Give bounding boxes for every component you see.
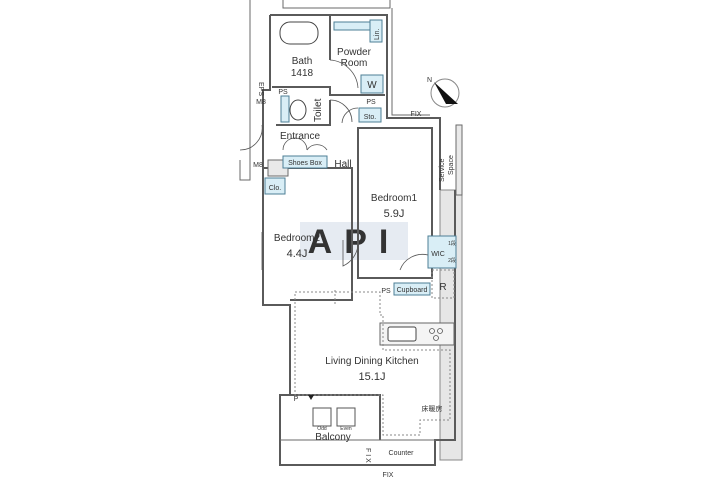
toilet-tank: [280, 95, 290, 123]
mb-lower-label: M8: [253, 162, 263, 169]
wall-bath: [272, 86, 385, 96]
bedroom1-size: 5.9J: [384, 208, 405, 220]
cupboard-label: Cupboard: [397, 287, 428, 294]
service-space-label: Service: [439, 159, 446, 182]
fix-top-label: FIX: [411, 111, 422, 118]
wall-left: [262, 15, 373, 466]
refrigerator-space: [431, 269, 455, 299]
entrance-label: Entrance: [280, 131, 320, 142]
shoes-box-label: Shoes Box: [288, 160, 322, 167]
wic-shelf-2: 2段: [448, 257, 456, 264]
building-edge-left: [239, 0, 251, 181]
ldk-size: 15.1J: [359, 371, 386, 383]
powder-room-label-2: Room: [341, 58, 368, 69]
service-space-label-2: Space: [448, 155, 455, 175]
wall-top-right: [270, 14, 441, 190]
building-edge-right: [391, 8, 430, 116]
sink-icon: [387, 326, 417, 342]
toilet-door: [329, 99, 353, 123]
watermark: API: [308, 223, 401, 261]
bath-size: 1418: [291, 68, 314, 79]
north-arrow-icon: [434, 82, 458, 104]
bedroom2-label: Bedroom2: [274, 233, 321, 244]
washer-label: W: [367, 80, 377, 91]
building-edge-top: [282, 0, 391, 9]
bath-door: [329, 59, 359, 89]
cupboard-box: [393, 282, 431, 296]
floor-heating-area: [294, 291, 451, 436]
wic-label: WIC: [431, 251, 445, 258]
outdoor-unit-odd: [312, 407, 332, 427]
bath-label: Bath: [292, 56, 313, 67]
ps-washer-label: PS: [366, 99, 376, 106]
powder-room-label: Powder: [337, 47, 372, 58]
fix-bottom-label: FIX: [383, 472, 394, 479]
refrigerator-label: R: [439, 282, 446, 293]
entrance-door: [239, 124, 263, 151]
stove-burner-icon: [437, 328, 443, 334]
storage-door: [341, 107, 359, 124]
wic-box: [427, 235, 457, 269]
compass: N: [427, 77, 460, 108]
hall-label: Hall: [334, 159, 351, 170]
counter-label: Counter: [389, 450, 415, 457]
linen-label: Lin.: [374, 29, 381, 40]
mb-upper-label: M8: [256, 99, 266, 106]
p-balcony-label: P: [294, 396, 299, 403]
storage-label: Sto.: [364, 114, 377, 121]
stove-burner-icon: [433, 335, 439, 341]
ldk-label: Living Dining Kitchen: [325, 356, 418, 367]
outdoor-unit-even: [336, 407, 356, 427]
bedroom1-label: Bedroom1: [371, 193, 418, 204]
ps-kitchen-label: PS: [381, 288, 391, 295]
stove-burner-icon: [429, 328, 435, 334]
toilet-label: Toilet: [313, 98, 324, 122]
fix-balcony-label: F I X: [364, 448, 371, 463]
balcony-label: Balcony: [315, 432, 351, 443]
toilet-icon: [289, 99, 307, 121]
outdoor-unit-odd-label: Odd: [317, 426, 327, 432]
linen-box: [369, 19, 383, 43]
watermark-bg: [300, 222, 408, 260]
washer-box: [360, 74, 384, 94]
wic-door: [399, 254, 429, 271]
bedroom2-door: [342, 240, 359, 267]
outdoor-unit-even-label: Even: [340, 426, 352, 432]
eps-label: EPS: [257, 82, 264, 96]
shoes-box-doors: [282, 137, 328, 151]
ps-toilet-label: PS: [278, 89, 288, 96]
wic-shelf-1: 1段: [448, 240, 456, 247]
closet-label: Clo.: [269, 185, 282, 192]
storage-box: [358, 107, 382, 123]
shoes-box: [282, 155, 328, 169]
bathtub-icon: [279, 21, 319, 45]
closet-box: [264, 177, 286, 195]
bedroom2-size: 4.4J: [287, 248, 308, 260]
wall-toilet: [276, 100, 331, 126]
floor-heating-label: 床暖房: [422, 404, 443, 413]
service-space-wall: [455, 124, 463, 196]
compass-north-label: N: [427, 77, 432, 84]
balcony-door-marker: [308, 395, 314, 400]
